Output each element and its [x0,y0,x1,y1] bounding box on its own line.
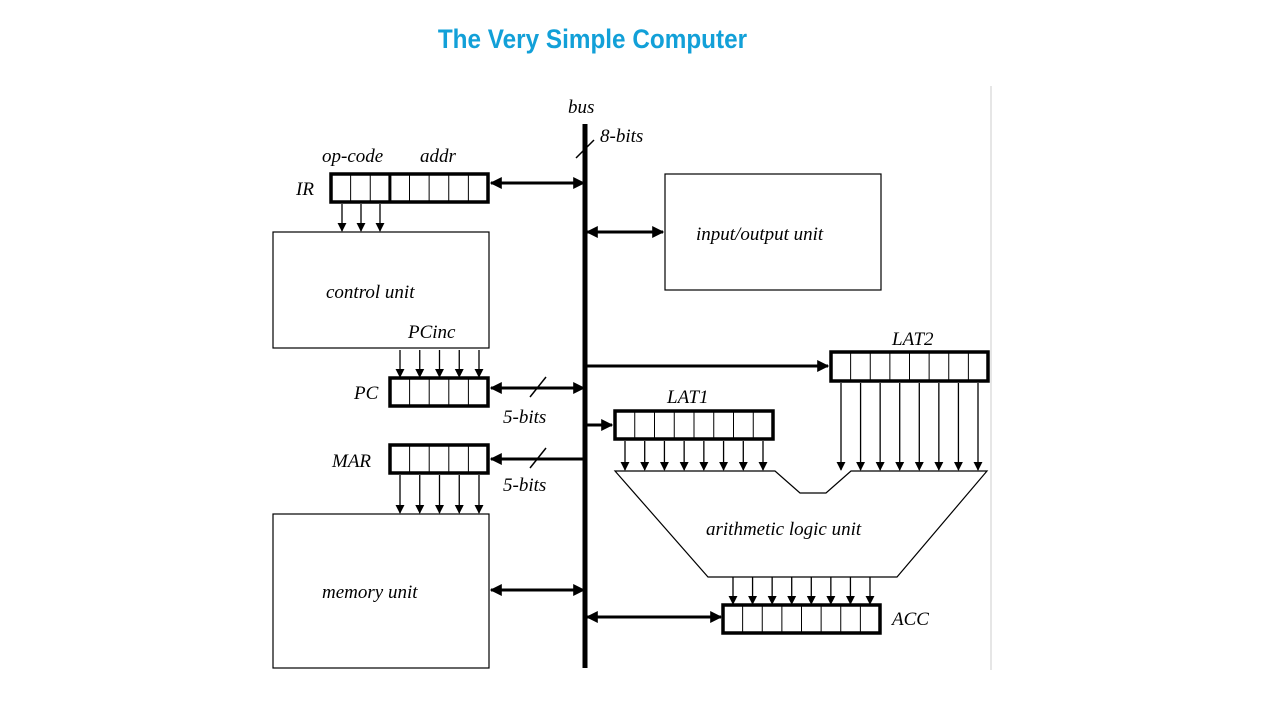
lat2-to-alu-arrows [836,383,983,471]
pcinc-label: PCinc [407,322,456,343]
pc-width-tick [529,376,547,398]
pc-label: PC [353,383,379,404]
acc-label: ACC [890,609,929,630]
alu-shape [613,470,989,578]
ir-label: IR [295,179,314,200]
lat2-label: LAT2 [891,329,934,350]
lat2-register [829,350,990,383]
addr-label: addr [420,146,457,167]
lat1-label: LAT1 [666,387,709,408]
control-to-pc-arrows [395,350,484,378]
io-unit-label: input/output unit [696,224,824,245]
acc-register [721,603,882,635]
pc-register [388,376,490,408]
ir-register [329,172,490,204]
alu-to-acc-arrows [728,577,875,605]
control-unit-label: control unit [326,282,415,303]
memory-unit-box [272,513,490,669]
mar-width-tick [529,447,547,469]
lat1-to-alu-arrows [620,441,768,471]
mar-register [388,443,490,475]
control-unit-box [272,231,490,349]
bus-label: bus [568,97,594,118]
mar-to-memory-arrows [395,475,484,514]
alu-label: arithmetic logic unit [706,519,862,540]
memory-unit-label: memory unit [322,582,418,603]
mar-width-label: 5-bits [503,475,546,496]
io-unit-box [664,173,882,291]
mar-outline [388,443,490,475]
mar-label: MAR [331,451,371,472]
lat1-register [613,409,775,441]
pc-width-label: 5-bits [503,407,546,428]
bus-width-tick [575,139,595,159]
ir-to-control-arrows [337,204,385,232]
page-title: The Very Simple Computer [437,24,748,54]
bus-width-label: 8-bits [600,126,643,147]
pc-outline [388,376,490,408]
opcode-label: op-code [322,146,383,167]
